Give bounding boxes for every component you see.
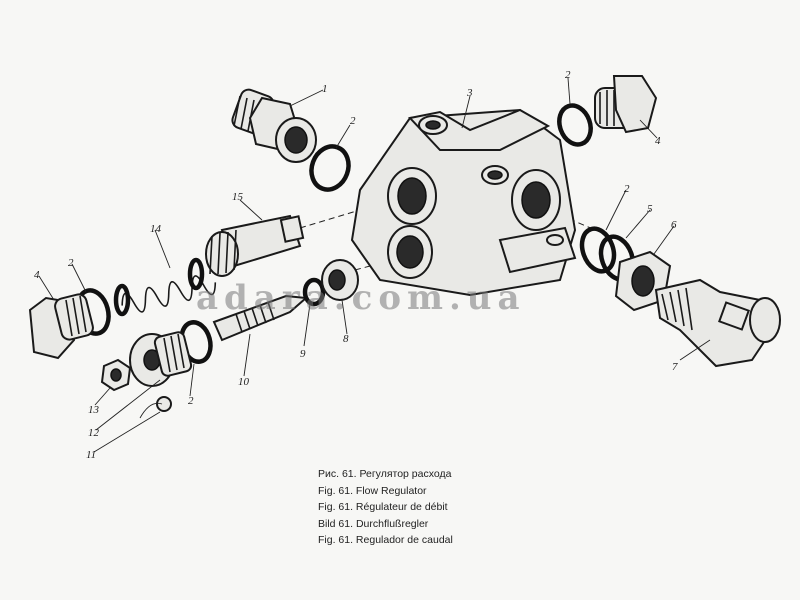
part-12-bushing [129,331,193,387]
callout-3: 3 [466,87,473,99]
callout-2: 2 [624,183,630,195]
caption-spanish: Fig. 61. Regulador de caudal [318,534,453,546]
callout-11: 11 [86,449,96,461]
callout-4: 4 [655,135,661,147]
part-10-needle [212,294,309,342]
part-2-o-ring-b [557,103,593,147]
callout-2: 2 [68,257,74,269]
callout-13: 13 [88,404,100,416]
callout-10: 10 [238,376,250,388]
caption-russian: Рис. 61. Регулятор расхода [318,468,452,480]
callout-1: 1 [322,83,328,95]
part-13-nut [100,358,132,392]
callout-15: 15 [232,191,244,203]
part-3-regulator-body [350,108,577,297]
callout-2: 2 [350,115,356,127]
part-7-elbow [654,278,781,368]
part-15-spool [205,214,305,277]
part-4-plug-b [28,293,94,360]
callout-12: 12 [88,427,100,439]
part-1-union-fitting [231,88,317,163]
callout-2: 2 [188,395,194,407]
callout-8: 8 [343,333,349,345]
callout-4: 4 [34,269,40,281]
part-11-screw [139,396,172,419]
watermark-text: adara.com.ua [196,278,526,318]
callout-9: 9 [300,348,306,360]
assembly-axis-right [559,214,601,233]
figure-caption: Рис. 61. Регулятор расхода Fig. 61. Flow… [318,466,453,549]
leader-lines [38,77,711,453]
callout-5: 5 [647,203,653,215]
callout-14: 14 [150,223,162,235]
callout-numbers: 1 2 3 2 4 15 14 4 2 9 8 10 13 12 11 2 2 … [34,69,678,461]
callout-6: 6 [671,219,677,231]
part-4-plug-a [594,75,658,134]
caption-french: Fig. 61. Régulateur de débit [318,501,448,513]
caption-german: Bild 61. Durchflußregler [318,517,429,530]
part-8-seal [321,259,359,301]
part-9-washer [302,277,326,307]
part-2-o-ring-e [579,226,617,274]
part-14-spring [113,257,217,317]
caption-english: Fig. 61. Flow Regulator [318,484,427,497]
callout-7: 7 [672,361,678,373]
callout-2: 2 [565,69,571,81]
part-2-o-ring-a [309,144,351,192]
